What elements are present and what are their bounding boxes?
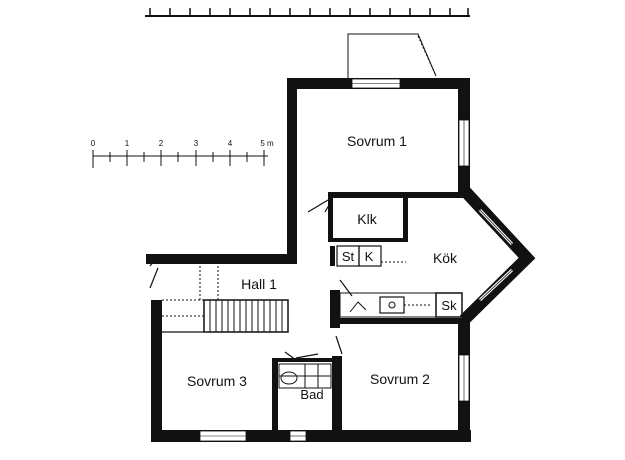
scale-tick-2: 2: [159, 139, 164, 148]
room-label-st: St: [342, 249, 355, 264]
room-label-bad: Bad: [300, 387, 323, 402]
balcony: [347, 33, 437, 78]
room-label-klk: Klk: [357, 211, 377, 227]
room-label-sovrum-3: Sovrum 3: [187, 373, 247, 389]
top-railing: [145, 8, 470, 17]
kitchen-bay-window-lines: [479, 209, 513, 301]
room-label-hall-1: Hall 1: [241, 276, 277, 292]
room-label-kok: Kök: [433, 250, 458, 266]
scale-tick-4: 4: [228, 139, 233, 148]
kitchen-counter: [339, 292, 463, 318]
room-label-k: K: [365, 249, 374, 264]
scale-tick-5: 5 m: [260, 139, 274, 148]
door-swings: [149, 199, 353, 361]
scale-tick-0: 0: [91, 139, 96, 148]
interior-walls: [272, 192, 464, 442]
storage-units: [336, 245, 406, 267]
staircase: [162, 266, 289, 333]
windows: [199, 78, 470, 442]
kitchen-bay-walls: [459, 185, 536, 325]
scale-tick-3: 3: [194, 139, 199, 148]
room-label-sovrum-1: Sovrum 1: [347, 133, 407, 149]
room-label-sovrum-2: Sovrum 2: [370, 371, 430, 387]
scale-bar: [92, 150, 268, 168]
room-label-sk: Sk: [441, 298, 457, 313]
bathroom-fixtures: [278, 363, 332, 389]
scale-tick-1: 1: [125, 139, 130, 148]
